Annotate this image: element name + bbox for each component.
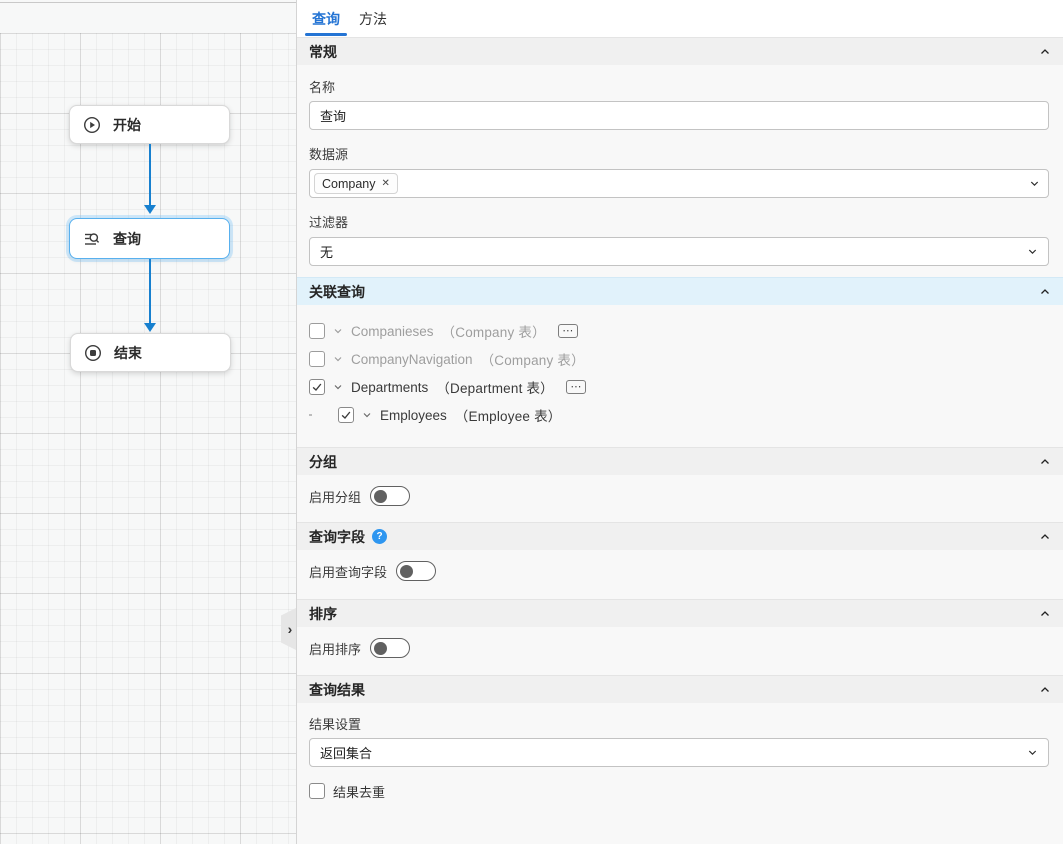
relation-name: CompanyNavigation [351, 351, 473, 367]
dedup-label: 结果去重 [333, 784, 386, 800]
section-header-grouping[interactable]: 分组 [297, 447, 1063, 475]
toggle-knob [374, 489, 388, 503]
filter-label: 过滤器 [309, 215, 349, 230]
relation-name: Companieses [351, 323, 434, 339]
more-options-button[interactable]: ⋯ [557, 324, 578, 338]
tree-row: Employees （Employee 表） [309, 406, 1049, 424]
chevron-up-icon[interactable] [1039, 608, 1051, 620]
properties-panel: 查询 方法 常规 名称 数据源 Company ✕ 过滤器 无 [296, 0, 1063, 844]
checkbox-unchecked[interactable] [309, 323, 325, 339]
section-general-body: 名称 数据源 Company ✕ 过滤器 无 [297, 65, 1063, 277]
datasource-combobox[interactable]: Company ✕ [309, 169, 1049, 198]
tree-guide-dot [309, 414, 312, 416]
remove-tag-icon[interactable]: ✕ [381, 177, 390, 189]
section-header-sorting[interactable]: 排序 [297, 599, 1063, 627]
section-query-results-body: 结果设置 返回集合 结果去重 [297, 703, 1063, 800]
more-options-button[interactable]: ⋯ [565, 380, 586, 394]
play-circle-icon [83, 116, 101, 134]
filter-value: 无 [320, 245, 334, 260]
node-label: 结束 [114, 344, 142, 361]
tab-query[interactable]: 查询 [304, 0, 348, 37]
section-header-query-results[interactable]: 查询结果 [297, 675, 1063, 703]
tab-method[interactable]: 方法 [359, 10, 387, 27]
flow-node-start[interactable]: 开始 [69, 105, 230, 144]
node-label: 查询 [113, 230, 141, 247]
name-input[interactable] [309, 101, 1049, 130]
panel-collapse-handle[interactable]: › [281, 608, 296, 650]
chevron-up-icon[interactable] [1039, 456, 1051, 468]
chevron-down-icon [1027, 246, 1038, 257]
chevron-right-icon: › [287, 621, 293, 637]
chevron-up-icon[interactable] [1039, 286, 1051, 298]
section-query-fields-body: 启用查询字段 [297, 550, 1063, 599]
result-setting-value: 返回集合 [320, 746, 373, 761]
flow-edge-arrowhead [144, 323, 156, 332]
datasource-label: 数据源 [309, 147, 349, 162]
section-title: 查询字段 [309, 528, 365, 545]
tree-row: Companieses （Company 表） ⋯ [309, 322, 1049, 340]
chevron-down-icon [1027, 747, 1038, 758]
enable-sorting-label: 启用排序 [309, 641, 362, 657]
enable-grouping-label: 启用分组 [309, 489, 362, 505]
panel-tabbar: 查询 方法 [297, 0, 1063, 37]
enable-sorting-toggle[interactable] [370, 638, 411, 658]
relation-name: Departments [351, 379, 429, 395]
checkbox-unchecked[interactable] [309, 351, 325, 367]
relation-name: Employees [380, 407, 447, 423]
dedup-checkbox-unchecked[interactable] [309, 783, 325, 799]
chevron-down-icon[interactable] [333, 326, 343, 336]
relation-table: （Company 表） [480, 353, 585, 368]
chevron-down-icon[interactable] [333, 354, 343, 364]
tree-row: CompanyNavigation （Company 表） [309, 350, 1049, 368]
flow-node-end[interactable]: 结束 [70, 333, 231, 372]
search-list-icon [83, 230, 101, 248]
enable-query-fields-label: 启用查询字段 [309, 564, 388, 580]
section-header-related-queries[interactable]: 关联查询 [297, 277, 1063, 305]
enable-query-fields-toggle[interactable] [396, 561, 437, 581]
datasource-tag[interactable]: Company ✕ [314, 173, 398, 194]
section-title: 排序 [309, 605, 337, 622]
section-header-general[interactable]: 常规 [297, 37, 1063, 65]
section-sorting-body: 启用排序 [297, 627, 1063, 675]
section-title: 查询结果 [309, 681, 365, 698]
section-title: 关联查询 [309, 283, 365, 300]
checkbox-checked[interactable] [309, 379, 325, 395]
tree-row: Departments （Department 表） ⋯ [309, 378, 1049, 396]
flow-node-query-selected[interactable]: 查询 [69, 218, 230, 259]
toggle-knob [400, 564, 414, 578]
flow-canvas[interactable]: 开始 查询 结束 › [0, 0, 296, 844]
chevron-up-icon[interactable] [1039, 684, 1051, 696]
flow-edge-arrowhead [144, 205, 156, 214]
canvas-top-divider [0, 2, 296, 3]
result-setting-select[interactable]: 返回集合 [309, 738, 1049, 767]
section-title: 常规 [309, 43, 337, 60]
result-setting-label: 结果设置 [309, 717, 362, 732]
name-label: 名称 [309, 80, 336, 95]
enable-grouping-toggle[interactable] [370, 486, 411, 506]
help-icon[interactable]: ? [372, 529, 387, 544]
related-query-tree: Companieses （Company 表） ⋯ CompanyNavigat… [297, 305, 1063, 447]
chevron-up-icon[interactable] [1039, 46, 1051, 58]
flow-edge [149, 259, 151, 323]
node-label: 开始 [113, 116, 141, 133]
canvas-grid [0, 33, 296, 844]
chevron-down-icon[interactable] [362, 410, 372, 420]
stop-circle-icon [84, 344, 102, 362]
chevron-down-icon [1029, 178, 1040, 189]
relation-table: （Employee 表） [454, 409, 562, 424]
checkbox-checked[interactable] [338, 407, 354, 423]
section-title: 分组 [309, 453, 337, 470]
section-header-query-fields[interactable]: 查询字段 ? [297, 522, 1063, 550]
chevron-down-icon[interactable] [333, 382, 343, 392]
relation-table: （Company 表） [441, 325, 546, 340]
filter-select[interactable]: 无 [309, 237, 1049, 266]
flow-edge [149, 144, 151, 205]
section-grouping-body: 启用分组 [297, 475, 1063, 522]
toggle-knob [374, 641, 388, 655]
relation-table: （Department 表） [436, 381, 554, 396]
chevron-up-icon[interactable] [1039, 531, 1051, 543]
